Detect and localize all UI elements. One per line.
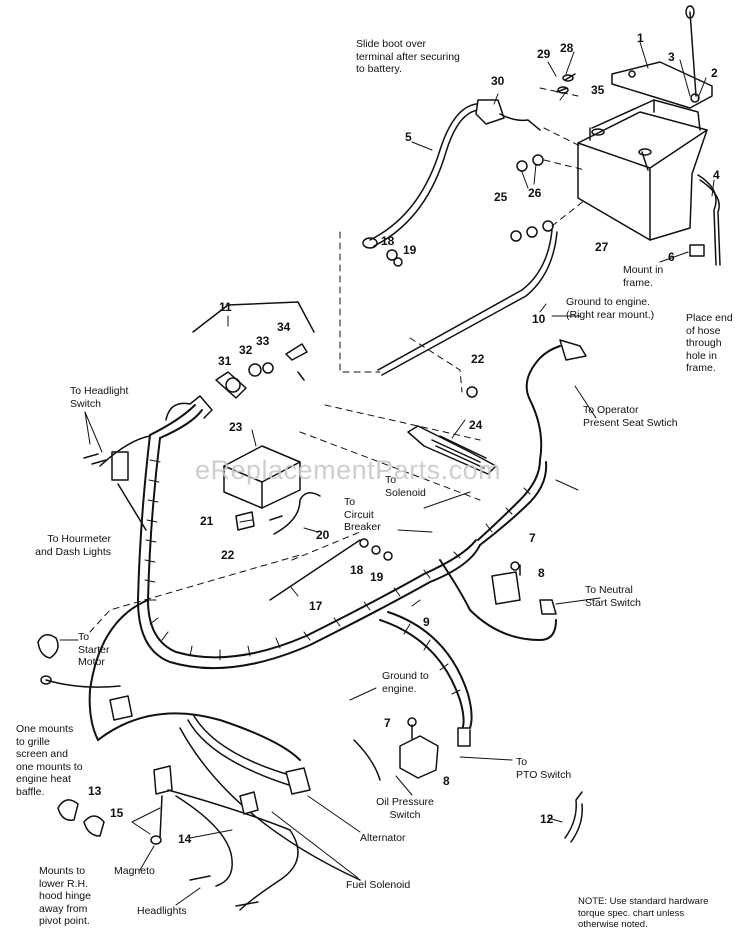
part-number-8a: 8 — [538, 566, 545, 580]
part-number-6: 6 — [668, 250, 675, 264]
label-to-headlight-switch: To Headlight Switch — [70, 385, 129, 410]
hold-down-bracket-part-1 — [611, 61, 713, 109]
label-to-pto-switch: To PTO Switch — [516, 756, 572, 781]
label-to-solenoid: To Solenoid — [385, 474, 426, 499]
part-number-11: 11 — [219, 300, 232, 314]
part-number-9: 9 — [423, 615, 430, 629]
label-alternator: Alternator — [360, 832, 406, 844]
label-to-neutral-start: To Neutral Start Switch — [585, 584, 642, 609]
label-to-circuit-breaker: To Circuit Breaker — [344, 496, 381, 533]
part-number-2: 2 — [711, 66, 718, 80]
part-number-31: 31 — [218, 354, 232, 368]
part-number-21: 21 — [200, 514, 214, 528]
part-number-15: 15 — [110, 806, 124, 820]
positive-cable-part-5 — [362, 99, 541, 249]
note-text: NOTE: Use standard hardware torque spec.… — [578, 896, 709, 930]
part-number-13: 13 — [88, 784, 102, 798]
label-to-starter-motor: To Starter Motor — [78, 631, 110, 668]
part-number-26: 26 — [528, 186, 542, 200]
part-number-18a: 18 — [381, 234, 395, 248]
ground-cable-part-10 — [377, 220, 558, 376]
part-number-24: 24 — [469, 418, 483, 432]
part-number-29: 29 — [537, 47, 551, 61]
part-number-14: 14 — [178, 832, 192, 846]
part-number-18b: 18 — [350, 563, 364, 577]
part-number-32: 32 — [239, 343, 253, 357]
diode-part-24 — [407, 425, 497, 475]
label-to-hourmeter: To Hourmeter and Dash Lights — [35, 533, 111, 558]
label-oil-pressure-switch: Oil Pressure Switch — [376, 796, 434, 821]
part-number-23: 23 — [229, 420, 243, 434]
part-number-28: 28 — [560, 41, 574, 55]
part-number-8b: 8 — [443, 774, 450, 788]
ignition-switch-part-31 — [215, 371, 247, 399]
part-number-34: 34 — [277, 320, 291, 334]
part-number-22b: 22 — [221, 548, 235, 562]
part-number-25: 25 — [494, 190, 508, 204]
part-number-27: 27 — [595, 240, 609, 254]
label-one-mounts: One mounts to grille screen and one moun… — [16, 723, 83, 798]
label-mounts-to-lower: Mounts to lower R.H. hood hinge away fro… — [39, 865, 91, 927]
part-number-20: 20 — [316, 528, 330, 542]
label-ground-to-engine: Ground to engine. — [382, 670, 429, 695]
part-number-5: 5 — [405, 130, 412, 144]
part-number-4: 4 — [713, 168, 720, 182]
relay-part-23 — [223, 445, 301, 509]
part-number-1: 1 — [637, 31, 644, 45]
part-number-35: 35 — [591, 83, 605, 97]
rod-part-3 — [689, 11, 697, 97]
part-number-12: 12 — [540, 812, 554, 826]
label-place-end-hose: Place end of hose through hole in frame. — [686, 312, 733, 374]
part-number-22a: 22 — [471, 352, 485, 366]
part-number-19a: 19 — [403, 243, 417, 257]
battery-part-27 — [577, 99, 708, 241]
part-number-19b: 19 — [370, 570, 384, 584]
label-mount-in-frame: Mount in frame. — [623, 264, 664, 289]
part-number-33: 33 — [256, 334, 270, 348]
label-ground-engine-rear: Ground to engine. (Right rear mount.) — [566, 296, 655, 321]
part-number-30: 30 — [491, 74, 505, 88]
label-slide-boot: Slide boot over terminal after securing … — [356, 38, 460, 75]
label-fuel-solenoid: Fuel Solenoid — [346, 879, 411, 891]
part-number-3: 3 — [668, 50, 675, 64]
part-number-7a: 7 — [529, 531, 536, 545]
label-to-operator-seat: To Operator Present Seat Swtich — [583, 404, 678, 429]
main-wire-harness-part-9 — [88, 345, 561, 761]
label-headlights: Headlights — [137, 905, 187, 917]
part-number-17: 17 — [309, 599, 323, 613]
part-number-7b: 7 — [384, 716, 391, 730]
watermark: eReplacementParts.com — [195, 455, 502, 485]
oil-pressure-switch-part-8 — [399, 735, 439, 779]
part-number-10: 10 — [532, 312, 546, 326]
label-magneto: Magneto — [114, 865, 155, 877]
